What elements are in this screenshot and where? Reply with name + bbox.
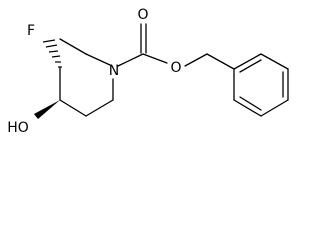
bond-ph2 (260, 53, 289, 70)
bond-ch2-phenyl (206, 53, 235, 70)
solid-wedge-c4-oh (34, 100, 60, 119)
carbonyl-oxygen-label: O (137, 7, 148, 23)
bond-ph-inner-a (239, 59, 262, 73)
bond-n1-carbonyl (117, 53, 144, 67)
bond-c5-c4 (59, 99, 87, 117)
hashed-wedge-c3-f (42, 39, 62, 68)
bond-ph4 (260, 99, 289, 117)
hydroxyl-label: HO (7, 120, 29, 136)
bond-ester-o-ch2 (184, 53, 208, 67)
molecule-structure: F N O O HO (7, 7, 289, 136)
bond-ph1 (233, 53, 262, 70)
bond-carbonyl-ester-o (142, 53, 168, 64)
bond-ph5 (233, 99, 262, 117)
bond-ph-inner-c (239, 96, 262, 111)
bond-c2-c3 (59, 38, 87, 55)
nitrogen-label: N (109, 63, 119, 79)
bond-c2-n1 (85, 53, 111, 66)
bond-c6-c5 (85, 99, 114, 117)
fluorine-label: F (27, 23, 35, 39)
ester-oxygen-label: O (170, 60, 181, 76)
